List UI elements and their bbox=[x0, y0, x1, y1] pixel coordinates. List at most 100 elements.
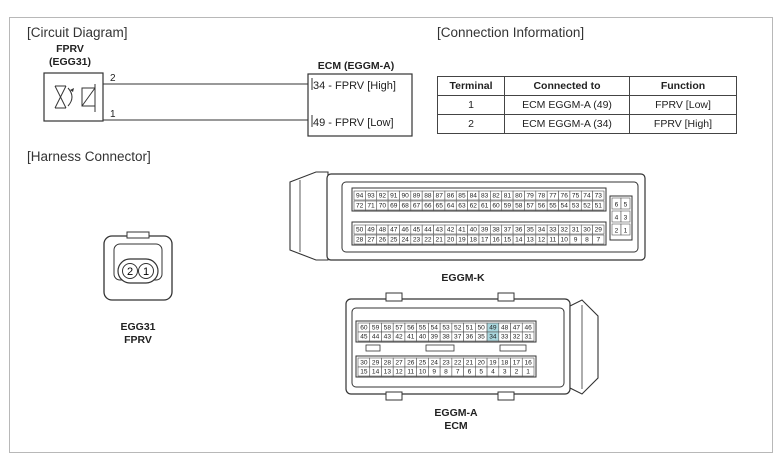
pin-number: 52 bbox=[454, 325, 462, 332]
pin-number: 30 bbox=[360, 360, 368, 367]
pin-number: 90 bbox=[401, 193, 409, 200]
pin-number: 45 bbox=[413, 227, 421, 234]
pin-number: 22 bbox=[454, 360, 462, 367]
pin-number: 40 bbox=[419, 334, 427, 341]
valve-arrow-icon bbox=[70, 88, 74, 92]
pin-number: 36 bbox=[515, 227, 523, 234]
pin-number: 41 bbox=[458, 227, 466, 234]
pin-number: 83 bbox=[481, 193, 489, 200]
pin-number: 52 bbox=[583, 203, 591, 210]
ecm-box bbox=[307, 73, 413, 137]
cell-terminal: 1 bbox=[437, 95, 505, 115]
pin-number: 31 bbox=[524, 334, 532, 341]
pin-number: 4 bbox=[615, 215, 619, 222]
pin-number: 76 bbox=[561, 193, 569, 200]
pin-number: 9 bbox=[432, 369, 436, 376]
pin-number: 54 bbox=[431, 325, 439, 332]
pin-number: 25 bbox=[419, 360, 427, 367]
pin-number: 15 bbox=[504, 237, 512, 244]
pin-number: 23 bbox=[413, 237, 421, 244]
pin-number: 6 bbox=[615, 202, 619, 209]
pin-number: 48 bbox=[501, 325, 509, 332]
ecm-name-label: ECM (EGGM-A) bbox=[317, 60, 395, 72]
table-header-row: Terminal Connected to Function bbox=[437, 76, 737, 96]
pin-number: 56 bbox=[407, 325, 415, 332]
pin-number: 58 bbox=[384, 325, 392, 332]
pin-number: 70 bbox=[379, 203, 387, 210]
pin-number: 77 bbox=[549, 193, 557, 200]
pin-number: 10 bbox=[561, 237, 569, 244]
pin-number: 2 bbox=[515, 369, 519, 376]
pin-number: 55 bbox=[549, 203, 557, 210]
pin-number: 67 bbox=[413, 203, 421, 210]
pin-number: 46 bbox=[524, 325, 532, 332]
pin-cell bbox=[592, 190, 605, 201]
pin-number: 34 bbox=[538, 227, 546, 234]
pin-cell bbox=[592, 224, 605, 235]
table-row: 2 ECM EGGM-A (34) FPRV [High] bbox=[437, 114, 737, 134]
pin-number: 12 bbox=[395, 369, 403, 376]
pin-number: 8 bbox=[585, 237, 589, 244]
eggm-a-code-label: EGGM-A bbox=[434, 407, 478, 419]
egg31-connector-latch bbox=[126, 231, 150, 239]
pin-number: 11 bbox=[549, 237, 556, 244]
cell-connected-to: ECM EGGM-A (34) bbox=[504, 114, 630, 134]
pin-number: 21 bbox=[436, 237, 444, 244]
pin-number: 9 bbox=[574, 237, 578, 244]
pin-number: 38 bbox=[492, 227, 500, 234]
pin-number: 23 bbox=[442, 360, 450, 367]
pin-number: 53 bbox=[442, 325, 450, 332]
pin-number: 79 bbox=[526, 193, 534, 200]
pin-number: 17 bbox=[513, 360, 521, 367]
pin-number: 60 bbox=[360, 325, 368, 332]
pin-number: 19 bbox=[489, 360, 497, 367]
fprv-name-label: FPRV bbox=[56, 43, 84, 55]
pin-number: 19 bbox=[458, 237, 466, 244]
pin-number: 46 bbox=[401, 227, 409, 234]
eggm-a-latch-left bbox=[385, 292, 403, 302]
pin-number: 10 bbox=[419, 369, 427, 376]
pin-number: 33 bbox=[501, 334, 509, 341]
pin-number: 15 bbox=[360, 369, 368, 376]
pin-number: 86 bbox=[447, 193, 455, 200]
pin-number: 89 bbox=[413, 193, 421, 200]
pin-number: 41 bbox=[407, 334, 415, 341]
pin-number: 11 bbox=[407, 369, 414, 376]
pin-number: 57 bbox=[526, 203, 534, 210]
connection-table: Terminal Connected to Function 1 ECM EGG… bbox=[437, 76, 737, 134]
pin-number: 88 bbox=[424, 193, 432, 200]
pin-number: 1 bbox=[624, 228, 628, 235]
egg31-pin-1-circle bbox=[138, 263, 154, 279]
pin-number: 53 bbox=[572, 203, 580, 210]
pin-number: 37 bbox=[504, 227, 512, 234]
eggm-a-side-clamp bbox=[569, 299, 599, 395]
valve-arc-icon bbox=[67, 87, 73, 107]
pin-number: 40 bbox=[470, 227, 478, 234]
pin-number: 4 bbox=[491, 369, 495, 376]
pin-number: 68 bbox=[401, 203, 409, 210]
pin-number: 18 bbox=[470, 237, 478, 244]
egg31-name-label: FPRV bbox=[124, 334, 152, 346]
pin-number: 51 bbox=[466, 325, 474, 332]
harness-connector-header: [Harness Connector] bbox=[27, 149, 151, 164]
pin-number: 8 bbox=[444, 369, 448, 376]
pin-number: 71 bbox=[367, 203, 375, 210]
eggm-k-side-clamp bbox=[289, 171, 329, 261]
pin-number: 61 bbox=[481, 203, 489, 210]
pin-number: 56 bbox=[538, 203, 546, 210]
pin-number: 44 bbox=[424, 227, 432, 234]
diagram-frame bbox=[9, 17, 773, 453]
pin-number: 39 bbox=[431, 334, 439, 341]
circuit-diagram-header: [Circuit Diagram] bbox=[27, 25, 128, 40]
pin-number: 35 bbox=[526, 227, 534, 234]
pin-number: 2 bbox=[615, 228, 619, 235]
pin-number: 3 bbox=[624, 215, 628, 222]
col-function: Function bbox=[629, 76, 737, 96]
fprv-code-label: (EGG31) bbox=[48, 56, 91, 68]
cell-function: FPRV [High] bbox=[629, 114, 737, 134]
eggm-a-key-3 bbox=[499, 344, 527, 352]
pin-number: 60 bbox=[492, 203, 500, 210]
pin-number: 30 bbox=[583, 227, 591, 234]
pin-number: 17 bbox=[481, 237, 489, 244]
pin-number: 38 bbox=[442, 334, 450, 341]
